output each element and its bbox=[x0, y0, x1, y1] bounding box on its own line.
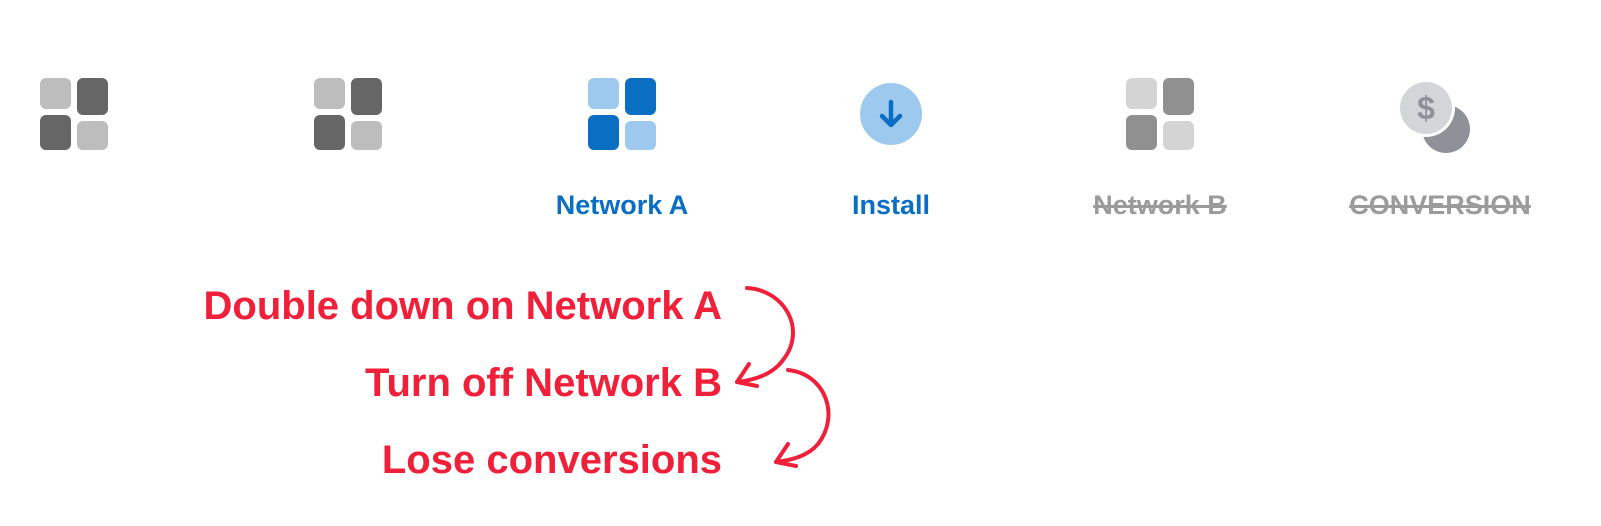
consequence-turn-off: Turn off Network B bbox=[364, 361, 722, 405]
step-label: CONVERSION bbox=[1349, 190, 1531, 220]
svg-text:$: $ bbox=[1417, 90, 1435, 126]
step-label: Network B bbox=[1093, 190, 1227, 220]
dollar-coins-icon: $ bbox=[1396, 78, 1470, 153]
curved-arrow-icon bbox=[735, 286, 795, 388]
curved-arrow-icon bbox=[774, 368, 831, 468]
consequence-lose-conversions: Lose conversions bbox=[381, 438, 722, 482]
grid-icon bbox=[588, 78, 660, 150]
grid-icon bbox=[40, 78, 112, 150]
grid-icon bbox=[314, 78, 386, 150]
download-icon bbox=[857, 78, 929, 150]
grid-icon bbox=[1126, 78, 1198, 150]
step-label: Network A bbox=[555, 190, 689, 220]
step-label: Install bbox=[851, 190, 931, 220]
consequence-double-down: Double down on Network A bbox=[203, 284, 723, 328]
